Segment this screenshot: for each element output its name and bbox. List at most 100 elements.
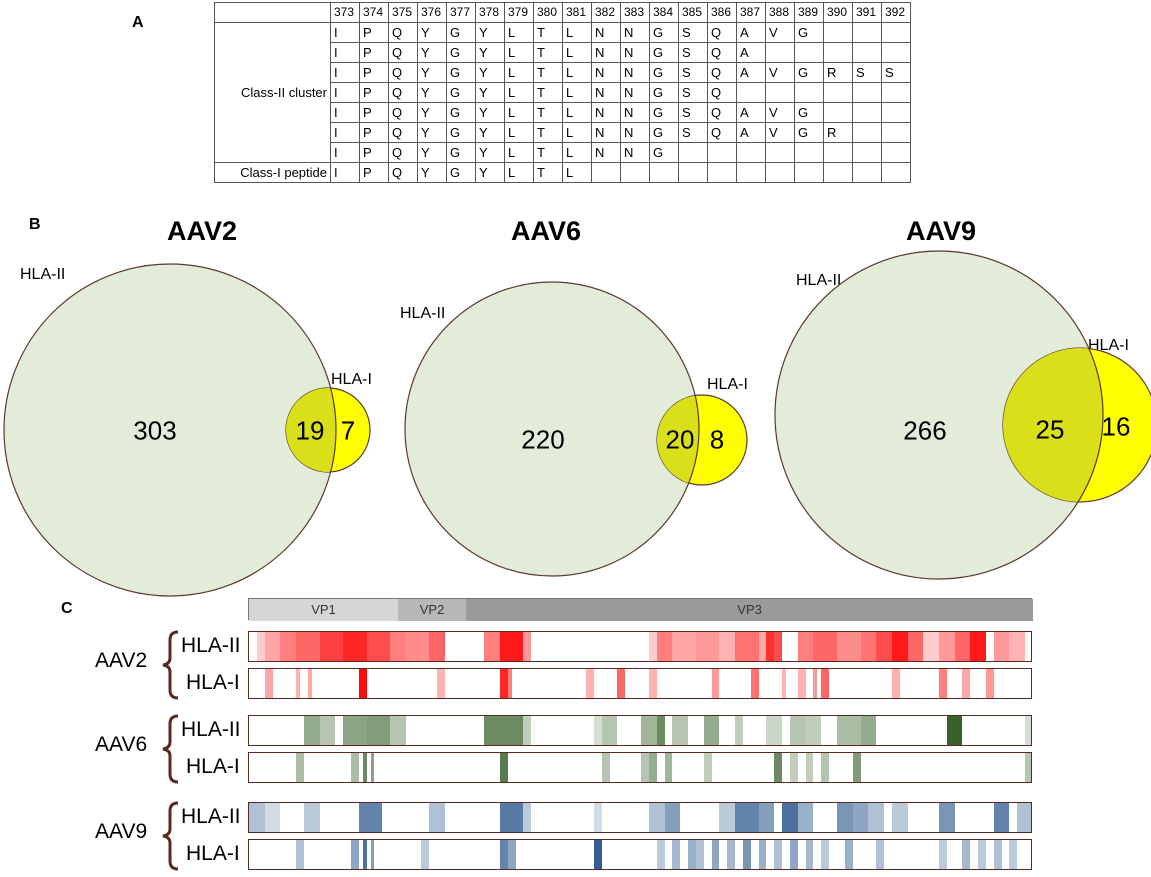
venn-label-hla2-aav2: HLA-II	[20, 266, 66, 283]
position-header: 378	[475, 2, 505, 23]
epitope-band	[766, 716, 783, 745]
epitope-band	[499, 753, 508, 782]
venn-label-hla2-aav6: HLA-II	[400, 305, 446, 322]
brace-icon	[162, 630, 179, 700]
epitope-band	[672, 716, 689, 745]
brace-icon	[162, 714, 179, 784]
epitope-band	[1009, 840, 1018, 869]
track-label-hla-i: HLA-I	[186, 755, 240, 778]
epitope-band	[499, 840, 508, 869]
epitope-band	[860, 632, 877, 661]
position-header: 387	[736, 2, 766, 23]
epitope-band	[390, 716, 406, 745]
residue-cell: T	[533, 162, 563, 183]
epitope-band	[954, 632, 971, 661]
residue-cell: P	[359, 162, 389, 183]
epitope-band	[296, 753, 304, 782]
row-label: Class-II cluster	[214, 82, 331, 103]
epitope-band	[264, 803, 281, 832]
epitope-band	[735, 632, 759, 661]
epitope-band	[1025, 753, 1031, 782]
track-label-hla-ii: HLA-II	[181, 718, 241, 741]
epitope-band	[303, 803, 320, 832]
epitope-band	[1025, 716, 1031, 745]
epitope-band	[758, 803, 775, 832]
epitope-band	[264, 632, 281, 661]
venn-circle-hla2-aav6	[405, 282, 699, 576]
venn-svg	[3, 250, 1151, 597]
epitope-band	[797, 803, 814, 832]
epitope-band	[1009, 632, 1026, 661]
epitope-band	[429, 632, 445, 661]
epitope-band	[946, 716, 963, 745]
position-header: 392	[881, 2, 911, 23]
epitope-band	[358, 803, 383, 832]
epitope-band	[978, 840, 986, 869]
venn-outline-hla2-aav9	[774, 250, 1104, 580]
heat-track-aav6-hla-i	[248, 752, 1032, 783]
epitope-band	[719, 803, 736, 832]
epitope-band	[907, 632, 924, 661]
epitope-band	[499, 803, 524, 832]
epitope-band	[923, 632, 939, 661]
epitope-band	[370, 840, 375, 869]
epitope-band	[891, 669, 900, 698]
residue-cell: L	[504, 162, 534, 183]
epitope-band	[797, 632, 814, 661]
venn-circle-hla2-aav9	[775, 251, 1103, 579]
position-header: 380	[533, 2, 563, 23]
epitope-band	[601, 716, 618, 745]
epitope-band	[993, 840, 1002, 869]
epitope-band	[852, 803, 869, 832]
epitope-band	[860, 716, 877, 745]
track-label-hla-i: HLA-I	[186, 671, 240, 694]
epitope-band	[695, 632, 720, 661]
epitope-band	[735, 803, 759, 832]
epitope-band	[362, 753, 367, 782]
position-header: 381	[562, 2, 592, 23]
epitope-band	[421, 840, 430, 869]
epitope-band	[758, 840, 767, 869]
epitope-band	[648, 803, 665, 832]
epitope-band	[249, 803, 265, 832]
epitope-band	[938, 632, 955, 661]
serotype-label-aav9: AAV9	[95, 820, 148, 843]
region-vp3: VP3	[466, 599, 1033, 621]
epitope-band	[805, 753, 814, 782]
epitope-band	[370, 753, 375, 782]
epitope-band	[797, 669, 806, 698]
epitope-band	[390, 632, 406, 661]
epitope-band	[789, 840, 798, 869]
epitope-band	[782, 803, 798, 832]
epitope-band	[648, 753, 657, 782]
epitope-band	[499, 669, 508, 698]
epitope-band	[366, 716, 391, 745]
venn-count-overlap-aav9: 25	[1035, 414, 1065, 445]
venn-label-hla1-aav6: HLA-I	[707, 376, 748, 393]
epitope-band	[766, 632, 783, 661]
epitope-band	[601, 753, 610, 782]
epitope-band	[523, 803, 532, 832]
epitope-band	[319, 716, 336, 745]
epitope-band	[711, 669, 720, 698]
venn-count-overlap-aav6: 20	[665, 424, 695, 455]
serotype-label-aav6: AAV6	[95, 733, 148, 756]
venn-outline-hla2-aav2	[3, 263, 337, 597]
position-header: 383	[620, 2, 650, 23]
position-header: 374	[359, 2, 389, 23]
epitope-band	[844, 840, 853, 869]
epitope-band	[256, 632, 265, 661]
venn-count-hla1-only-aav9: 16	[1101, 411, 1131, 442]
epitope-band	[938, 669, 947, 698]
epitope-band	[993, 632, 1010, 661]
venn-count-hla2-only-aav2: 303	[133, 415, 177, 446]
brace-icon	[162, 801, 179, 871]
epitope-band	[774, 753, 783, 782]
epitope-band	[264, 669, 273, 698]
epitope-band	[484, 632, 500, 661]
